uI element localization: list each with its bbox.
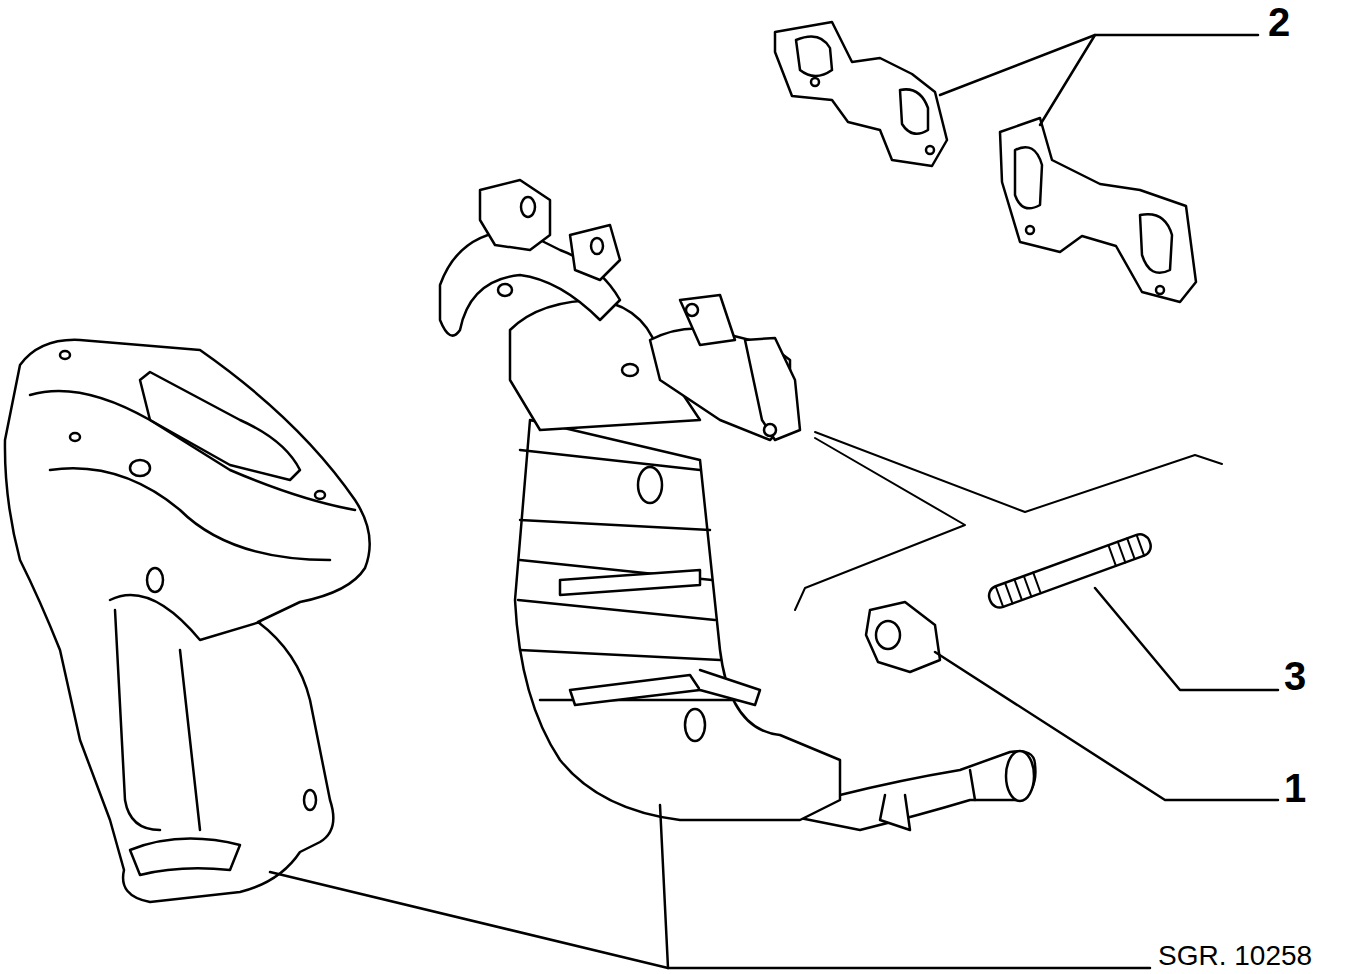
callout-number: 1 (1284, 768, 1306, 808)
nut (866, 602, 940, 672)
gaskets (775, 22, 1196, 302)
heat-shield (5, 340, 370, 902)
alignment-line (795, 438, 965, 610)
leader-lines (270, 35, 1278, 968)
drawing-code: SGR. 10258 (1158, 942, 1312, 970)
callout-number: 3 (1284, 656, 1306, 696)
stud (986, 532, 1153, 611)
manifold-catalyst (440, 180, 1035, 830)
alignment-line (815, 432, 1222, 512)
callout-number: 2 (1268, 2, 1290, 42)
